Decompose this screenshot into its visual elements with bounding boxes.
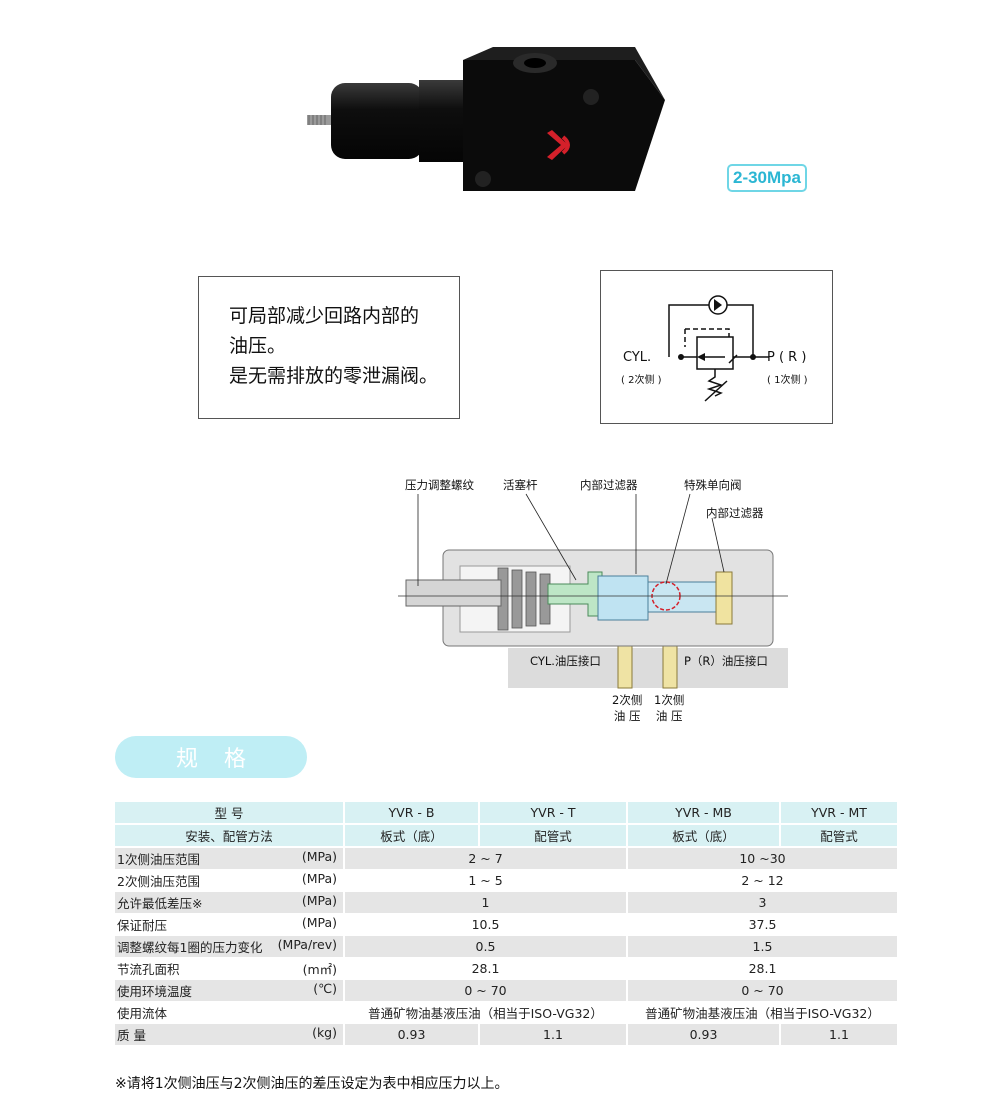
table-row: 使用环境温度(℃) 0 ~ 70 0 ~ 70 xyxy=(115,980,897,1002)
spec-section-title: 规格 xyxy=(115,736,307,778)
hydraulic-symbol-box: CYL. ( 2次侧 ) P ( R ) ( 1次侧 ) xyxy=(600,270,833,424)
header-cell: 板式（底） xyxy=(343,825,478,848)
header-cell: 配管式 xyxy=(478,825,626,848)
table-row: 2次侧油压范围(MPa) 1 ~ 5 2 ~ 12 xyxy=(115,870,897,892)
valve-symbol-diagram xyxy=(668,295,769,402)
table-row: 1次侧油压范围(MPa) 2 ~ 7 10 ~30 xyxy=(115,848,897,870)
header-cell: YVR - T xyxy=(478,802,626,825)
port-p-label: P（R）油压接口 xyxy=(684,654,768,668)
cross-section-diagram xyxy=(398,493,788,689)
table-row: 保证耐压(MPa) 10.5 37.5 xyxy=(115,914,897,936)
symbol-cyl-sub: ( 2次侧 ) xyxy=(621,375,662,386)
header-cell: YVR - MB xyxy=(626,802,779,825)
header-cell: YVR - B xyxy=(343,802,478,825)
symbol-cyl-label: CYL. xyxy=(623,350,652,365)
symbol-p-label: P ( R ) xyxy=(767,350,807,365)
table-header-row: 型 号 YVR - B YVR - T YVR - MB YVR - MT xyxy=(115,802,897,825)
description-line: 油压。 xyxy=(229,335,287,357)
callout-adjust-screw: 压力调整螺纹 xyxy=(405,478,474,492)
callout-inner-filter: 内部过滤器 xyxy=(580,478,638,492)
table-header-row: 安装、配管方法 板式（底） 配管式 板式（底） 配管式 xyxy=(115,825,897,848)
port-cyl-label: CYL.油压接口 xyxy=(530,654,601,668)
callout-inner-filter-2: 内部过滤器 xyxy=(706,506,764,520)
table-row: 节流孔面积(m㎡) 28.1 28.1 xyxy=(115,958,897,980)
table-row: 质 量(kg) 0.93 1.1 0.93 1.1 xyxy=(115,1024,897,1046)
description-line: 可局部减少回路内部的 xyxy=(229,305,420,327)
table-row: 允许最低差压※(MPa) 1 3 xyxy=(115,892,897,914)
callout-check-valve: 特殊单向阀 xyxy=(684,478,742,492)
header-cell: 板式（底） xyxy=(626,825,779,848)
footnote: ※请将1次侧油压与2次侧油压的差压设定为表中相应压力以上。 xyxy=(115,1076,509,1092)
pressure-range-badge: 2-30Mpa xyxy=(727,164,807,192)
header-cell: YVR - MT xyxy=(779,802,897,825)
table-row: 调整螺纹每1圈的压力变化(MPa/rev) 0.5 1.5 xyxy=(115,936,897,958)
side1-label: 1次侧油 压 xyxy=(654,693,685,723)
symbol-p-sub: ( 1次侧 ) xyxy=(767,375,808,386)
description-line: 是无需排放的零泄漏阀。 xyxy=(229,365,439,387)
brand-logo-icon xyxy=(547,130,570,160)
callout-piston-rod: 活塞杆 xyxy=(503,478,538,492)
description-box: 可局部减少回路内部的 油压。 是无需排放的零泄漏阀。 xyxy=(198,276,460,419)
table-row: 使用流体 普通矿物油基液压油（相当于ISO-VG32） 普通矿物油基液压油（相当… xyxy=(115,1002,897,1024)
header-cell: 安装、配管方法 xyxy=(115,825,343,848)
header-cell: 配管式 xyxy=(779,825,897,848)
side2-label: 2次侧油 压 xyxy=(612,693,643,723)
header-cell: 型 号 xyxy=(115,802,343,825)
spec-table: 型 号 YVR - B YVR - T YVR - MB YVR - MT 安装… xyxy=(115,802,897,1046)
product-photo xyxy=(307,47,665,191)
